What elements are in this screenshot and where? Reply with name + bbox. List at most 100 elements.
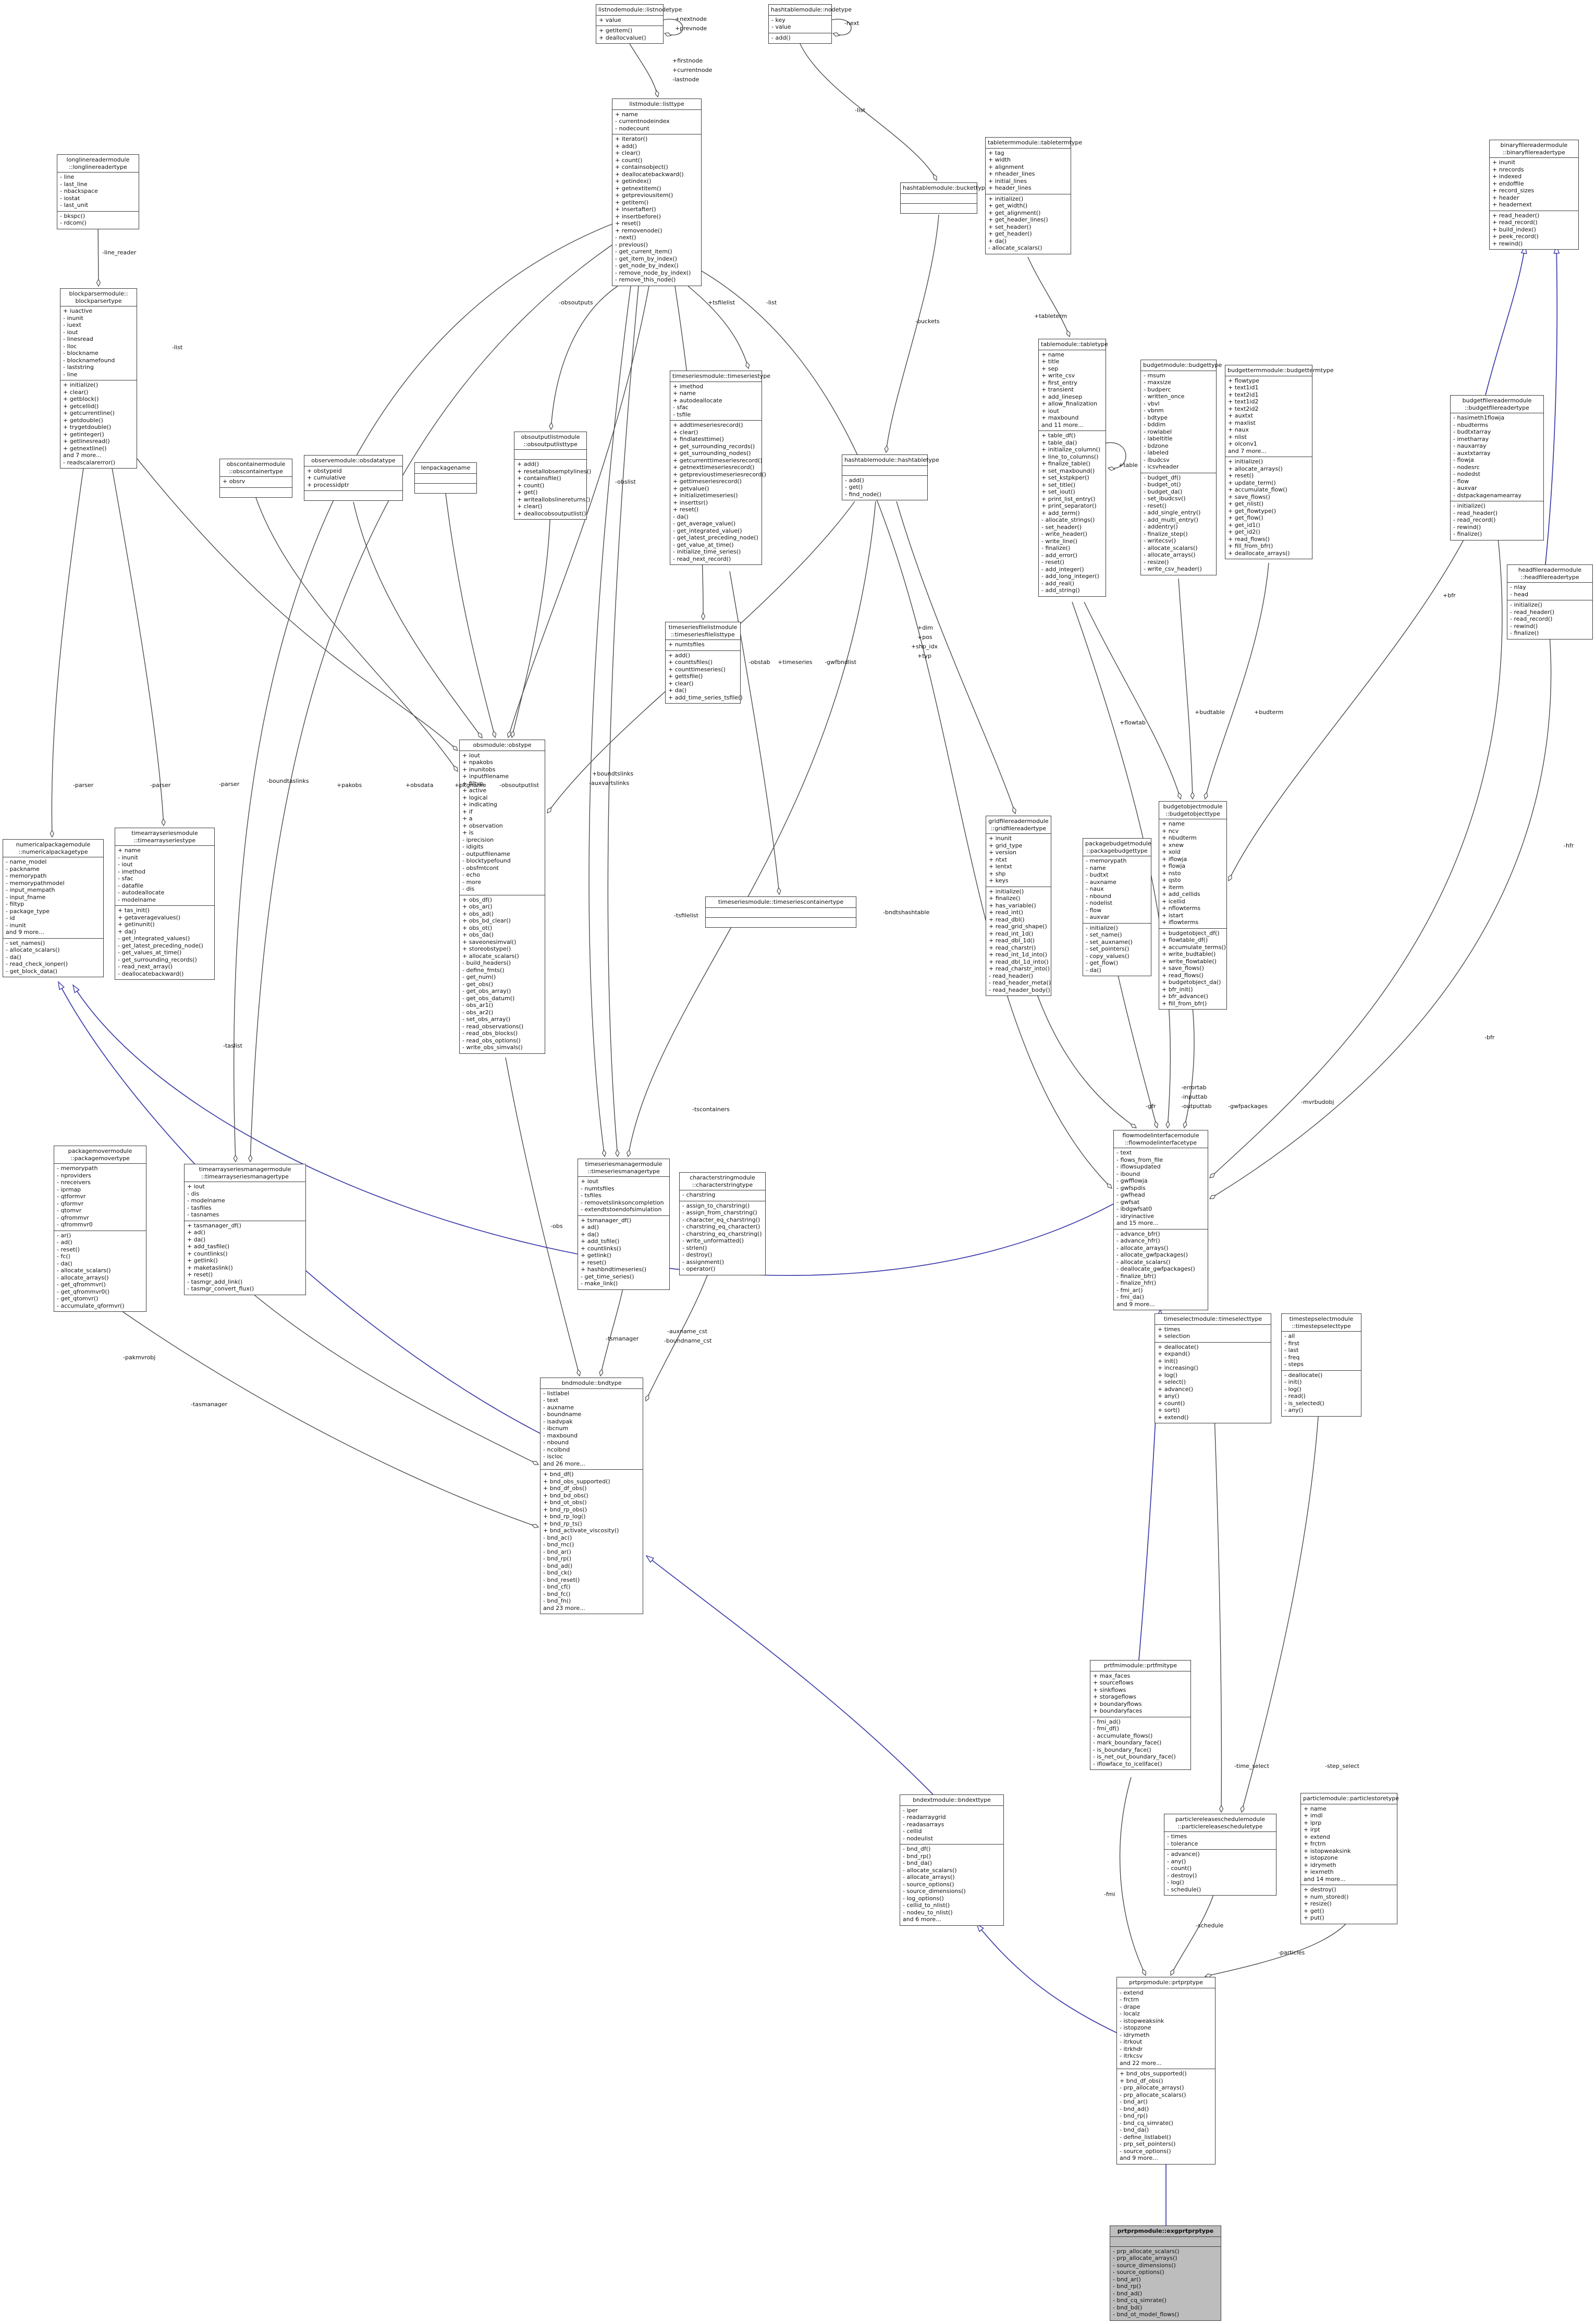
class-method: - get_num() xyxy=(462,974,496,980)
class-box-tabletermtype[interactable]: tabletermmodule::tabletermtype+ tag+ wid… xyxy=(985,137,1082,254)
class-method: - bnd_ar() xyxy=(543,1548,571,1555)
class-attribute: + iuactive xyxy=(63,308,93,314)
class-box-timestepselecttype[interactable]: timestepselectmodule ::timestepselecttyp… xyxy=(1281,1313,1361,1417)
class-method: + da() xyxy=(118,928,137,935)
class-attribute: - itrkout xyxy=(1120,2038,1143,2045)
class-attribute: - value xyxy=(771,23,791,30)
class-box-exgprtprptype[interactable]: prtprpmodule::exgprtprptype- prp_allocat… xyxy=(1110,2225,1221,2321)
class-box-timeseriestype[interactable]: timeseriesmodule::timeseriestype+ imetho… xyxy=(670,371,770,565)
class-method: + add_tsfile() xyxy=(581,1238,620,1245)
class-box-bndtype[interactable]: bndmodule::bndtype- listlabel- text- aux… xyxy=(540,1378,643,1614)
edge-label: -particles xyxy=(1278,1949,1305,1956)
class-method: - advance_hfr() xyxy=(1116,1237,1160,1244)
edge-budgetterm-budgetobject xyxy=(1205,562,1269,799)
class-box-budgetfilereadertype[interactable]: budgetfilereadermodule ::budgetfilereade… xyxy=(1450,395,1544,540)
class-method: - set_header() xyxy=(1041,523,1082,531)
class-method: - initialize_time_series() xyxy=(673,548,741,555)
class-method: - add() xyxy=(845,476,864,484)
edge-nodetype-self xyxy=(831,19,852,35)
class-box-obscontainertype[interactable]: obscontainermodule ::obscontainertype+ o… xyxy=(219,459,292,498)
class-attribute: - qtomvr xyxy=(57,1207,82,1214)
class-method: + resetallobsemptylines() xyxy=(517,468,592,475)
class-method: + get() xyxy=(517,489,538,496)
class-box-budgettermtype[interactable]: budgettermmodule::budgettermtype+ flowty… xyxy=(1225,365,1333,559)
class-attribute: - bddim xyxy=(1144,421,1166,428)
class-box-tabletype[interactable]: tablemodule::tabletype+ name+ title+ sep… xyxy=(1038,339,1108,597)
class-method: + add_time_series_tsfile() xyxy=(668,694,743,701)
class-box-packagebudgettype[interactable]: packagebudgetmodule ::packagebudgettype-… xyxy=(1083,838,1151,976)
class-attribute: - localz xyxy=(1120,2010,1140,2017)
class-attribute: + indexed xyxy=(1492,173,1522,180)
class-method: - read_obs_options() xyxy=(462,1037,521,1044)
class-box-buckettype[interactable]: hashtablemodule::buckettype xyxy=(900,182,989,214)
class-method: + getaveragevalues() xyxy=(118,914,181,921)
class-method: - read_observations() xyxy=(462,1023,524,1030)
class-attribute: - numtsfiles xyxy=(581,1185,615,1192)
class-attribute: - frctrn xyxy=(1120,1996,1139,2003)
class-box-timeseriesfilelisttype[interactable]: timeseriesfilelistmodule ::timeseriesfil… xyxy=(665,622,743,704)
class-method: + deallocate() xyxy=(1158,1343,1199,1350)
class-method: + initialize() xyxy=(988,195,1024,202)
class-attribute: - auxvar xyxy=(1086,914,1110,920)
class-box-lenpackagename[interactable]: lenpackagename xyxy=(414,462,477,494)
class-box-binaryfilereadertype[interactable]: binaryfilereadermodule ::binaryfilereade… xyxy=(1489,140,1579,250)
class-box-budgetobjecttype[interactable]: budgetobjectmodule ::budgetobjecttype+ n… xyxy=(1159,801,1227,1010)
class-method: + clear() xyxy=(615,150,641,156)
edge-nodetype-bucket xyxy=(800,43,937,180)
class-method: - read() xyxy=(1284,1393,1306,1399)
class-box-obsdatatype[interactable]: observemodule::obsdatatype+ obstypeid+ c… xyxy=(304,455,403,501)
class-attribute: - labeltitle xyxy=(1144,435,1173,442)
class-box-timeselecttype[interactable]: timeselectmodule::timeselecttype+ times+… xyxy=(1155,1313,1271,1423)
class-box-gridfilereadertype[interactable]: gridfilereadermodule ::gridfilereadertyp… xyxy=(986,816,1051,996)
class-box-blockparsertype[interactable]: blockparsermodule:: blockparsertype+ iua… xyxy=(60,288,137,469)
class-title: packagemovermodule ::packagemovertype xyxy=(54,1146,146,1164)
class-method: + increasing() xyxy=(1158,1364,1198,1371)
class-box-particlestoretype[interactable]: particlemodule::particlestoretype+ name+… xyxy=(1300,1793,1399,1924)
class-box-timearrayseriesmanagertype[interactable]: timearrayseriesmanagermodule ::timearray… xyxy=(184,1164,306,1295)
class-attribute: + ncv xyxy=(1162,827,1179,834)
class-box-packagemovertype[interactable]: packagemovermodule ::packagemovertype- m… xyxy=(54,1146,146,1312)
class-box-listnodetype[interactable]: listnodemodule::listnodetype+ value+ get… xyxy=(596,4,682,44)
class-attribute: - ibound xyxy=(1116,1170,1140,1177)
class-box-characterstringtype[interactable]: characterstringmodule ::characterstringt… xyxy=(679,1172,766,1275)
class-box-obsoutputlisttype[interactable]: obsoutputlistmodule ::obsoutputlisttype+… xyxy=(514,432,592,520)
class-box-prtfmitype[interactable]: prtfmimodule::prtfmitype+ max_faces+ sou… xyxy=(1090,1660,1191,1770)
class-method: + bnd_df() xyxy=(543,1471,574,1478)
class-box-bndexttype[interactable]: bndextmodule::bndexttype- iper- readarra… xyxy=(900,1794,1004,1926)
class-method: - write_csv_header() xyxy=(1144,565,1202,572)
class-method: - get_values_at_time() xyxy=(118,949,182,956)
class-box-numericalpackagetype[interactable]: numericalpackagemodule ::numericalpackag… xyxy=(3,839,104,977)
class-box-obstype[interactable]: obsmodule::obstype+ iout+ npakobs+ inuni… xyxy=(459,740,545,1054)
class-box-budgettype[interactable]: budgetmodule::budgettype- msum- maxsize-… xyxy=(1140,360,1222,575)
class-attribute: + qsto xyxy=(1162,877,1181,883)
class-method: - set_names() xyxy=(6,939,45,946)
class-method: + deallocate_arrays() xyxy=(1228,549,1290,557)
class-box-prtprptype[interactable]: prtprpmodule::prtprptype- extend- frctrn… xyxy=(1116,1977,1216,2165)
class-box-timeseriescontainertype[interactable]: timeseriesmodule::timeseriescontainertyp… xyxy=(705,896,856,928)
class-box-nodetype[interactable]: hashtablemodule::nodetype- key- value- a… xyxy=(768,4,852,44)
class-method: - get_value_at_time() xyxy=(673,541,734,548)
class-method: - finalize_hfr() xyxy=(1116,1280,1157,1286)
class-box-timearrayseriestype[interactable]: timearrayseriesmodule ::timearrayseriest… xyxy=(115,828,215,980)
edge-label: -next xyxy=(844,20,860,27)
class-method: - tasmgr_convert_flux() xyxy=(187,1285,254,1292)
class-attribute: - last_line xyxy=(60,180,88,188)
class-box-particlereleasescheduletype[interactable]: particlereleaseschedulemodule ::particle… xyxy=(1164,1814,1276,1896)
class-method: - initialize() xyxy=(1510,601,1542,608)
class-method: + bnd_rp_log() xyxy=(543,1513,586,1520)
class-box-listtype[interactable]: listmodule::listtype+ name- currentnodei… xyxy=(612,99,702,286)
class-attribute: + olconv1 xyxy=(1228,440,1257,447)
class-box-headfilereadertype[interactable]: headfilereadermodule ::headfilereadertyp… xyxy=(1507,564,1593,640)
class-box-flowmodelinterfacetype[interactable]: flowmodelinterfacemodule ::flowmodelinte… xyxy=(1113,1130,1208,1310)
edge-label: +typ xyxy=(917,653,932,659)
class-method: + clear() xyxy=(517,503,543,510)
class-title: timestepselectmodule ::timestepselecttyp… xyxy=(1282,1314,1361,1332)
class-attribute: + obstypeid xyxy=(307,467,342,474)
class-box-longlinereadertype[interactable]: longlinereadermodule ::longlinereadertyp… xyxy=(57,154,139,229)
inherit-fmi-numericalpackage xyxy=(72,984,1114,1276)
class-method: + put() xyxy=(1304,1914,1324,1921)
edge-parser-obstype xyxy=(137,458,458,751)
class-method: + save_flows() xyxy=(1162,965,1204,972)
class-box-hashtabletype[interactable]: hashtablemodule::hashtabletype- add()- g… xyxy=(842,454,939,500)
class-box-timeseriesmanagertype[interactable]: timeseriesmanagermodule ::timeseriesmana… xyxy=(578,1159,670,1290)
